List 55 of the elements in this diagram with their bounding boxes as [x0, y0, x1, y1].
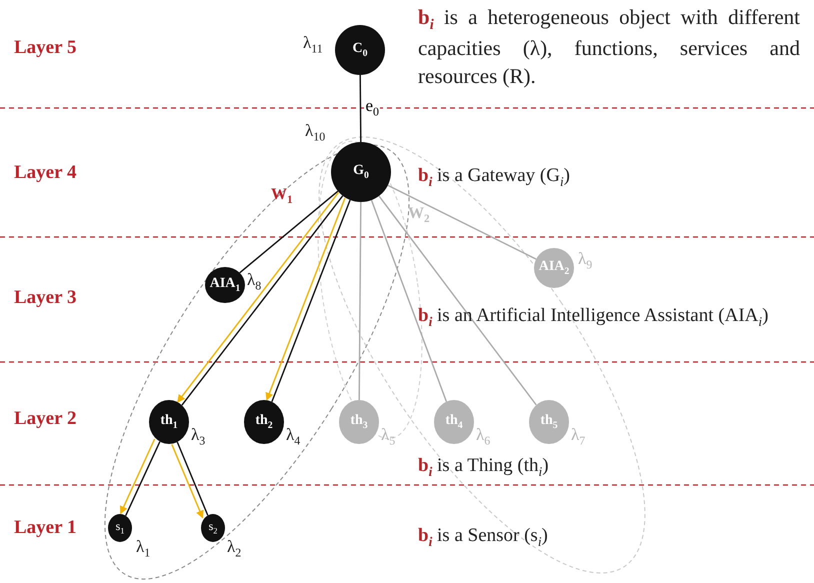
description-text: b$_{i}$ is a Sensor (s$_{i}$): [418, 526, 548, 550]
node-label: AIA$_{1}$: [210, 276, 240, 294]
description-text: b$_{i}$ is a Thing (th$_{i}$): [418, 456, 549, 480]
node-label: th$_{3}$: [350, 414, 368, 430]
connector-line: [358, 202, 362, 400]
description-text: b$_{i}$ is a Gateway (G$_{i}$): [418, 166, 570, 190]
connector-line: [388, 184, 536, 260]
capacity-label: λ$_{3}$: [191, 426, 206, 448]
capacity-label: λ$_{7}$: [571, 426, 586, 448]
capacity-label: λ$_{1}$: [136, 538, 150, 560]
node-label: C$_{0}$: [352, 42, 368, 58]
capacity-label: λ$_{9}$: [578, 250, 592, 272]
node-label: th$_{4}$: [445, 414, 463, 430]
group-label: W$_{1}$: [271, 186, 293, 206]
connector-line: [239, 190, 338, 274]
node-label: th$_{2}$: [255, 414, 273, 430]
node-circle: [534, 248, 574, 288]
node-label: G$_{0}$: [353, 164, 369, 180]
connector-line: [378, 196, 537, 406]
group-label: W$_{2}$: [408, 205, 430, 226]
arrow: [120, 438, 156, 514]
node-circle: [339, 400, 379, 444]
capacity-label: λ$_{6}$: [476, 426, 490, 448]
layer-label: Layer 3: [14, 288, 76, 309]
connector-line: [176, 442, 208, 516]
node-label: th$_{5}$: [540, 414, 558, 430]
node-label: th$_{1}$: [160, 414, 178, 430]
node-circle: [108, 514, 132, 542]
node-circle: [244, 400, 284, 444]
layer-label: Layer 4: [14, 163, 76, 184]
capacity-label: λ$_{2}$: [227, 538, 242, 560]
node-circle: [335, 25, 385, 75]
node-label: s$_{1}$: [116, 520, 124, 536]
node-circle: [434, 400, 474, 444]
capacity-label: λ$_{5}$: [381, 426, 396, 448]
connector-line: [125, 441, 161, 516]
node-circle: [149, 400, 189, 444]
capacity-label: λ$_{8}$: [247, 271, 262, 292]
capacity-label: λ$_{10}$: [305, 122, 326, 144]
node-circle: [529, 400, 569, 444]
node-circle: [205, 267, 245, 303]
connector-line: [360, 75, 362, 142]
layer-label: Layer 1: [14, 518, 76, 539]
arrow: [171, 444, 204, 519]
description-text: b$_{i}$ is an Artificial Intelligence Assistant (AIA$_{i}$): [418, 306, 768, 330]
node-label: s$_{2}$: [208, 520, 218, 536]
node-label: AIA$_{2}$: [538, 260, 570, 276]
capacity-label: λ$_{4}$: [286, 426, 300, 448]
capacity-label: λ$_{11}$: [303, 34, 323, 56]
node-circle: [331, 142, 391, 202]
layer-label: Layer 2: [14, 409, 76, 430]
layer-label: Layer 5: [14, 38, 76, 59]
node-circle: [201, 514, 225, 542]
connector-line: [370, 200, 448, 402]
description-text: b$_{i}$ is a heterogeneous object with different capacities (λ), functions, services and resources (R).: [418, 4, 800, 90]
